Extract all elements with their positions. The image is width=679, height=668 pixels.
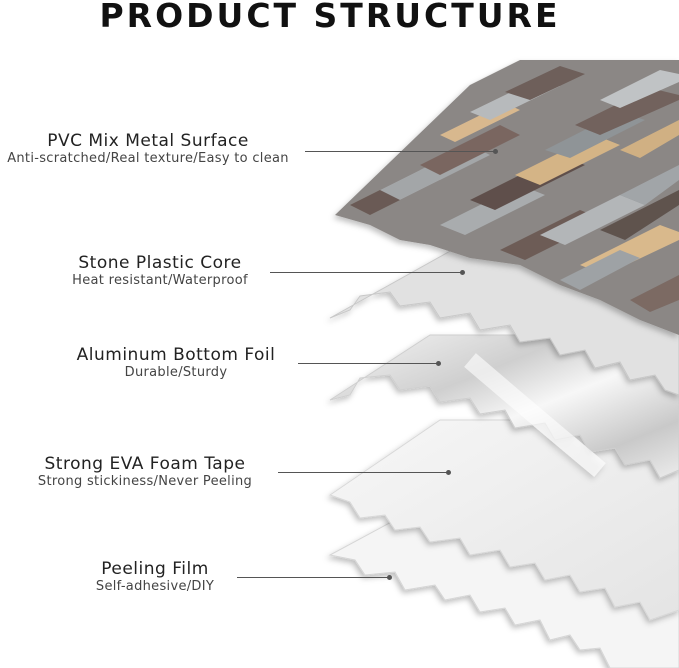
leader-line-pvc-surface [305,151,495,152]
layer-description: Self-adhesive/DIY [95,579,215,594]
leader-line-aluminum-foil [298,363,438,364]
layer-label-stone-core: Stone Plastic Core Heat resistant/Waterp… [20,253,300,289]
layer-label-eva-foam: Strong EVA Foam Tape Strong stickiness/N… [5,454,285,490]
layer-description: Anti-scratched/Real texture/Easy to clea… [7,151,289,166]
layer-name: Stone Plastic Core [78,253,242,273]
layer-name: Peeling Film [101,559,209,579]
layer-label-peeling-film: Peeling Film Self-adhesive/DIY [15,559,295,595]
page-title: PRODUCT STRUCTURE [99,0,561,35]
leader-line-eva-foam [278,472,448,473]
layer-description: Heat resistant/Waterproof [72,273,248,288]
layer-label-pvc-surface: PVC Mix Metal Surface Anti-scratched/Rea… [0,131,296,167]
aluminum-foil-layer [329,334,679,479]
layer-label-aluminum-foil: Aluminum Bottom Foil Durable/Sturdy [36,345,316,381]
pvc-surface-layer [335,60,679,335]
leader-dot-stone-core [460,270,465,275]
layer-name: Aluminum Bottom Foil [76,345,276,365]
leader-dot-peeling-film [387,575,392,580]
leader-dot-eva-foam [446,470,451,475]
layer-description: Durable/Sturdy [124,365,228,380]
layer-name: Strong EVA Foam Tape [44,454,246,474]
leader-line-peeling-film [237,577,389,578]
layer-name: PVC Mix Metal Surface [47,131,249,151]
leader-dot-aluminum-foil [436,361,441,366]
leader-line-stone-core [270,272,462,273]
layer-description: Strong stickiness/Never Peeling [37,474,253,489]
leader-dot-pvc-surface [493,149,498,154]
